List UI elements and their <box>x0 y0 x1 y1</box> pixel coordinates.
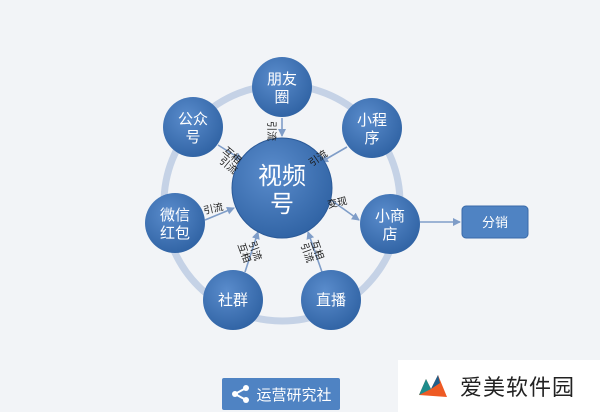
node-xiaoshangdian-line-1: 小商 <box>375 207 405 225</box>
watermark-text: 爱美软件园 <box>460 376 576 401</box>
arrow-xiaochengxu-to-center <box>320 146 348 163</box>
node-shequn-label: 社群 <box>218 291 248 309</box>
node-weixinhongbao: 微信 红包 <box>145 193 205 253</box>
node-xiaoshangdian-line-2: 店 <box>382 225 397 243</box>
arrows-layer <box>204 118 461 273</box>
center-label-line-1: 视频 <box>258 162 306 190</box>
node-gongzhonghao: 公众 号 <box>163 97 223 157</box>
fenxiao-label: 分销 <box>482 216 508 231</box>
node-xiaochengxu-line-2: 序 <box>364 129 379 147</box>
arrow-weixinhongbao-to-center <box>204 206 235 221</box>
node-shequn: 社群 <box>203 270 263 330</box>
node-pengyouquan-line-1: 朋友 <box>267 70 297 88</box>
watermark: 爱美软件园 <box>398 360 600 412</box>
node-zhibo-label: 直播 <box>316 291 346 309</box>
edge-label-pengyouquan: 引流 <box>265 121 278 141</box>
node-pengyouquan: 朋友 圈 <box>252 57 312 117</box>
arrow-shequn-to-center <box>244 231 260 273</box>
arrow-zhibo-to-center <box>306 231 323 273</box>
center-label-line-2: 号 <box>270 190 294 218</box>
share-icon <box>232 385 250 403</box>
node-gongzhonghao-line-1: 公众 <box>178 110 208 128</box>
fenxiao-box: 分销 <box>461 205 529 239</box>
node-weixinhongbao-line-2: 红包 <box>160 224 190 242</box>
watermark-logo-icon <box>419 375 447 397</box>
center-node: 视频 号 <box>231 137 333 239</box>
node-xiaoshangdian: 小商 店 <box>360 194 420 254</box>
edge-label-xiaoshangdian: 变现 <box>326 194 348 211</box>
node-zhibo: 直播 <box>301 270 361 330</box>
arrow-gongzhonghao-to-center <box>217 144 243 161</box>
node-xiaochengxu-line-1: 小程 <box>357 111 387 129</box>
arrow-center-to-xiaoshangdian <box>330 199 360 221</box>
node-xiaochengxu: 小程 序 <box>342 98 402 158</box>
footer-badge: 运营研究社 <box>222 378 340 410</box>
footer-label: 运营研究社 <box>256 385 332 404</box>
edge-label-weixinhongbao: 引流 <box>202 200 224 217</box>
node-weixinhongbao-line-1: 微信 <box>160 206 190 224</box>
node-pengyouquan-line-2: 圈 <box>274 88 289 106</box>
node-gongzhonghao-line-2: 号 <box>185 128 200 146</box>
